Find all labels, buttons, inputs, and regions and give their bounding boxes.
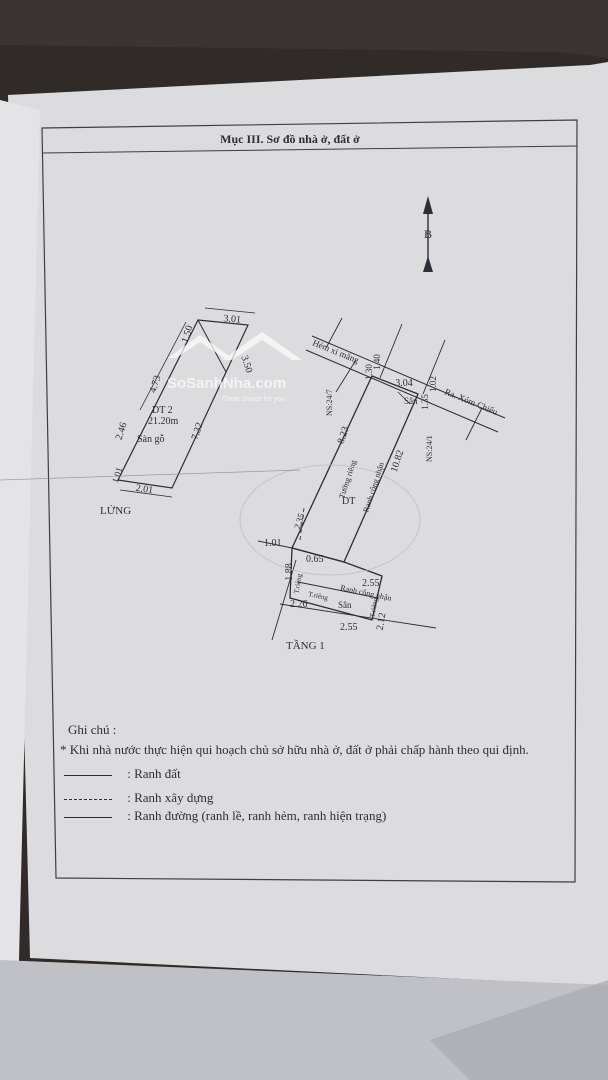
ground-area-label: DT: [342, 496, 355, 507]
mezzanine-dim-line-left: [139, 321, 187, 411]
mezzanine-dim-bottom: 2.01: [135, 483, 154, 496]
ground-dim-bottom-right: 2.12: [375, 612, 389, 631]
mezzanine-dim-right-upper: 3.50: [238, 354, 254, 374]
street-tick-4: [465, 407, 483, 441]
watermark-house-icon: [168, 335, 232, 358]
paper-sheet: [8, 62, 608, 990]
watermark-brand: SoSanhNha.com: [167, 375, 286, 392]
annex-left-leader: [271, 559, 297, 641]
ground-dim-bottom-width: 2.55: [340, 622, 358, 633]
dashed-line-icon: [64, 798, 112, 800]
title-separator: [41, 145, 578, 154]
cloth-corner: [430, 980, 608, 1080]
annex-base-line: [279, 603, 437, 629]
wall-private-a: T.riêng: [292, 573, 303, 594]
ground-dim-left-short: 2.35: [292, 512, 307, 531]
mezzanine-floor-label: Sàn gỗ: [137, 434, 165, 445]
legend-label-construction: : Ranh xây dựng: [127, 790, 214, 805]
ground-dim-left-long: 8.23: [336, 425, 352, 445]
ground-floor-title: TẦNG 1: [286, 639, 325, 652]
street-line-lower: [305, 349, 499, 433]
yard-arrow: [397, 391, 411, 405]
mezzanine-dim-left-lower: 2.46: [114, 421, 130, 441]
mezzanine-dim-center: 7.32: [190, 421, 206, 441]
mezzanine-area-value: 21.20m: [148, 416, 179, 427]
address-left: NS:24/7: [325, 389, 334, 416]
legend-row-land: : Ranh đất: [64, 766, 181, 782]
mezzanine-dim-bottom-small: 1.01: [110, 466, 124, 484]
street-tick-1: [325, 317, 343, 349]
ground-dim-top-left: 1.30: [364, 364, 374, 380]
faint-stamp: [239, 464, 421, 576]
watermark-house-icon-2: [222, 332, 302, 360]
address-right: NS:24/1: [425, 435, 434, 462]
mezzanine-dim-left-upper: 1.50: [180, 324, 196, 344]
wall-private-c: T.riêng: [368, 597, 379, 618]
ground-dim-left-bottom: 1.88: [284, 563, 295, 581]
legend-row-construction: : Ranh xây dựng: [64, 790, 213, 806]
yard-bottom-label: Sân: [338, 600, 352, 610]
watermark-tagline: Great choice for you: [222, 396, 285, 403]
ground-dim-jog: 0.65: [306, 554, 324, 565]
annex-left-stub: [257, 540, 293, 549]
street-tick-5: [335, 359, 357, 393]
section-title: Mục III. Sơ đồ nhà ở, đất ở: [220, 132, 360, 146]
solid-line-icon: [64, 816, 112, 818]
mezzanine-dim-left-mid: 4.73: [148, 374, 164, 394]
ground-dim-mid-width: 2.55: [362, 578, 380, 589]
ground-dim-bottom-left: 2.26: [290, 599, 308, 610]
ground-dim-top-right-b: 1.02: [428, 376, 438, 392]
notes-heading: Ghi chú :: [68, 722, 117, 737]
legend-label-road: : Ranh đường (ranh lề, ranh hẻm, ranh hi…: [127, 808, 387, 823]
mezzanine-plan: 3.01 1.50 3.50 4.73 7.32 2.46 1.01 2.01 …: [100, 307, 256, 517]
notes-rule: * Khi nhà nước thực hiện qui hoạch chủ s…: [60, 742, 529, 757]
street-line-upper: [311, 335, 506, 419]
mezzanine-title: LỬNG: [100, 505, 131, 517]
street-tick-3: [422, 339, 446, 395]
ground-dim-left-edge: 1.01: [264, 538, 282, 549]
mezzanine-outline: [117, 319, 249, 489]
yard-top-label: Sân: [404, 396, 418, 406]
mezzanine-dim-top: 3.01: [223, 313, 241, 325]
paper-left-fold: [0, 100, 40, 1010]
ground-dim-top-right-a: 1.35: [420, 394, 430, 410]
legend-label-land: : Ranh đất: [127, 766, 181, 781]
ground-dim-top-mid: 1.40: [372, 354, 382, 370]
form-frame: [41, 119, 578, 883]
street-tick-2: [379, 323, 403, 379]
ground-dim-width-top: 3.04: [395, 378, 413, 389]
legend-row-road: : Ranh đường (ranh lề, ranh hẻm, ranh hi…: [64, 808, 386, 824]
solid-line-icon: [64, 774, 112, 776]
watermark: SoSanhNha.com Great choice for you: [167, 332, 302, 403]
north-arrow-letter: B: [424, 227, 432, 241]
north-arrow-icon: B: [423, 196, 433, 272]
mezzanine-area-label: DT 2: [152, 405, 173, 416]
construction-dashed-line: [299, 507, 305, 541]
mezzanine-dim-line-top: [204, 307, 256, 314]
mezzanine-dim-line-bottom: [119, 489, 173, 498]
paper-crease: [0, 469, 301, 481]
annex-inner-line: [297, 581, 379, 599]
